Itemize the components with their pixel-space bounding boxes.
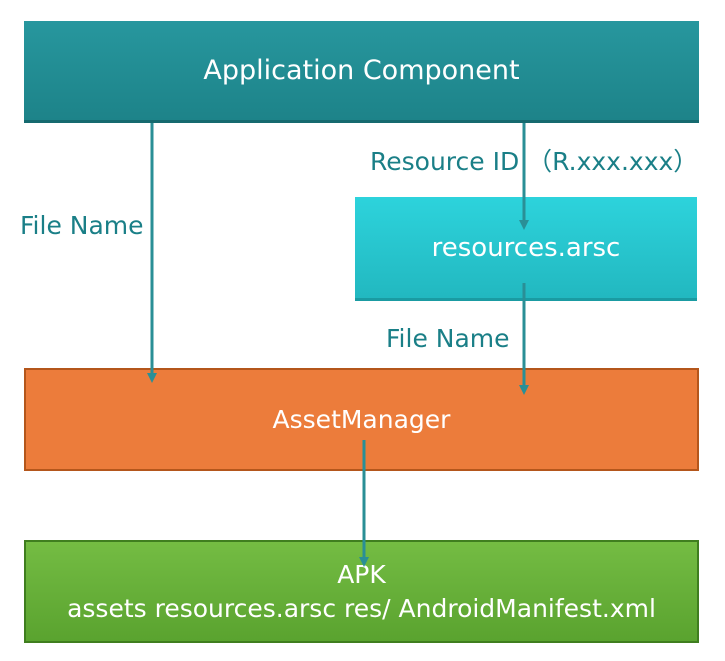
- resources-arsc-node: resources.arsc: [355, 197, 697, 301]
- application-component-node: Application Component: [24, 21, 699, 123]
- asset-manager-node: AssetManager: [24, 368, 699, 471]
- edge-label-file-name-mid: File Name: [386, 324, 510, 353]
- apk-contents: assets resources.arsc res/ AndroidManife…: [67, 593, 656, 623]
- apk-node: APK assets resources.arsc res/ AndroidMa…: [24, 540, 699, 643]
- asset-manager-label: AssetManager: [272, 405, 451, 434]
- edge-label-resource-id: Resource ID （R.xxx.xxx）: [370, 147, 699, 176]
- apk-title: APK: [337, 559, 386, 589]
- edge-label-file-name-left: File Name: [20, 211, 144, 240]
- resources-arsc-label: resources.arsc: [431, 232, 621, 263]
- application-component-label: Application Component: [203, 55, 520, 86]
